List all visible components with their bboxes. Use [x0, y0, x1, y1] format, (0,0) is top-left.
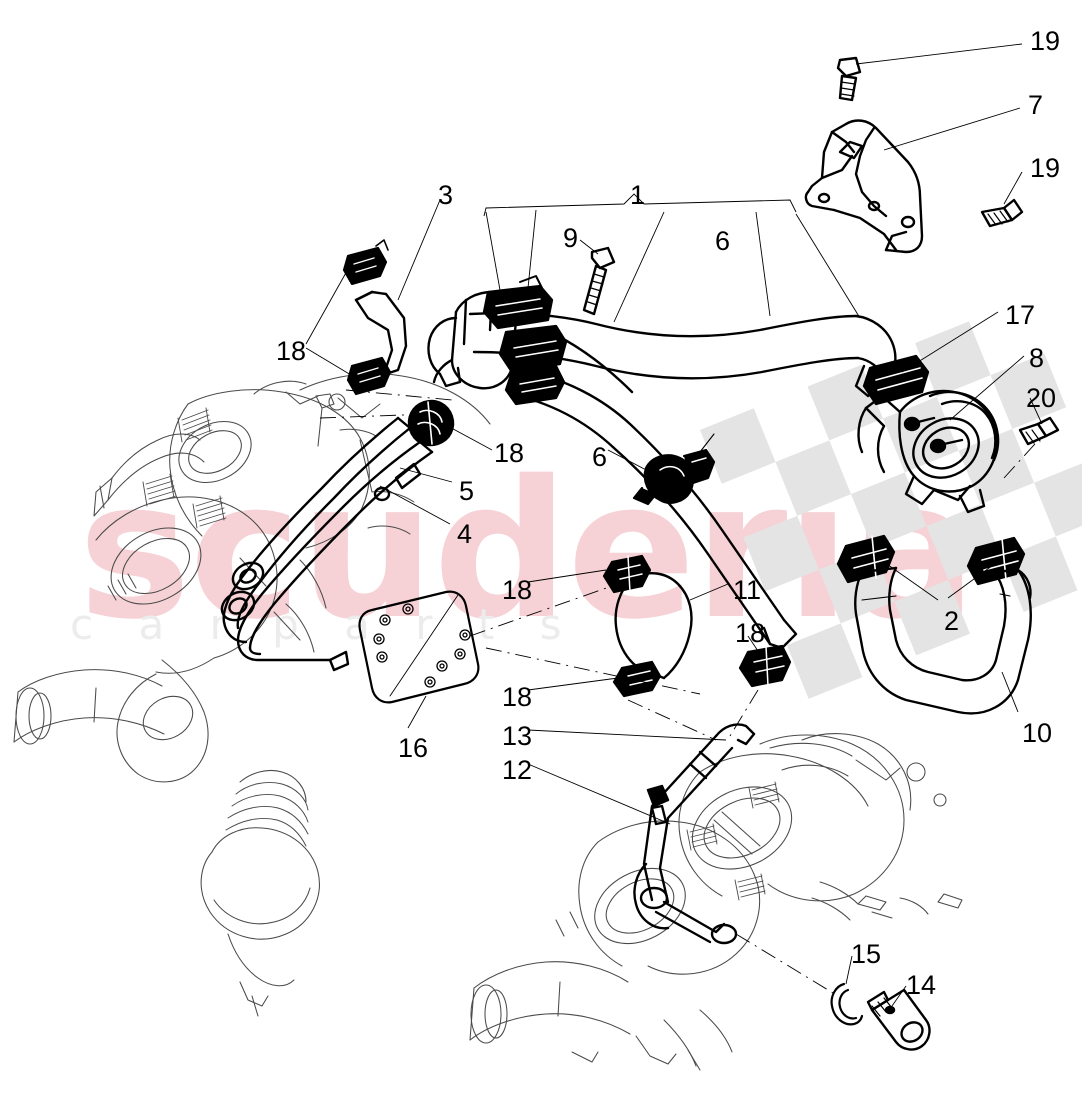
car-parts-watermark: c a r p a r t s: [70, 600, 578, 649]
callout-3: 3: [438, 180, 454, 210]
callout-20: 20: [1026, 383, 1057, 413]
bolt-part-20: [1018, 416, 1060, 446]
hose-part-11-outer: [630, 572, 693, 680]
clamp-18-right: [738, 644, 792, 688]
callout-18-hose11-bottom: 18: [502, 682, 533, 712]
callout-13: 13: [502, 721, 533, 751]
callout-16: 16: [398, 733, 429, 763]
callout-18-center: 18: [494, 438, 525, 468]
callout-14: 14: [906, 970, 937, 1000]
clip-part-6: [632, 448, 716, 506]
spring-clip-18b: [407, 399, 455, 447]
callout-19-right: 19: [1030, 153, 1061, 183]
clamp-part-17: [862, 354, 930, 406]
gasket-plate-part-16: [358, 590, 480, 704]
hose-part-3-outer: [370, 290, 408, 378]
hose-part-10-outer: [854, 568, 1032, 715]
callout-19-top: 19: [1030, 26, 1061, 56]
callout-1: 1: [630, 180, 646, 210]
callout-7: 7: [1028, 90, 1044, 120]
callout-8: 8: [1029, 343, 1045, 373]
auxiliary-water-pump-part-8: [857, 389, 1000, 514]
bolt-part-19-top: [836, 56, 862, 102]
callout-6-top: 6: [715, 226, 731, 256]
callout-15: 15: [851, 939, 882, 969]
banjo-bolt-part-14: [866, 988, 931, 1051]
bolt-part-19-right: [980, 198, 1024, 228]
clamp-part-2-right: [966, 536, 1026, 586]
callout-2: 2: [944, 606, 960, 636]
callout-4: 4: [457, 519, 473, 549]
callout-18-right: 18: [735, 618, 766, 648]
retaining-clip-part-15: [830, 982, 864, 1026]
callout-9: 9: [563, 223, 579, 253]
callout-5: 5: [459, 476, 475, 506]
callout-6-center: 6: [592, 442, 608, 472]
pipe-part-13-end: [714, 723, 756, 738]
callout-10: 10: [1022, 718, 1053, 748]
bolt-part-9: [582, 246, 616, 316]
callout-12: 12: [502, 755, 533, 785]
callout-18-topleft: 18: [276, 336, 307, 366]
callout-11: 11: [733, 575, 762, 605]
callout-17: 17: [1005, 300, 1036, 330]
bracket-part-7: [804, 119, 924, 254]
callout-18-hose11-top: 18: [502, 575, 533, 605]
